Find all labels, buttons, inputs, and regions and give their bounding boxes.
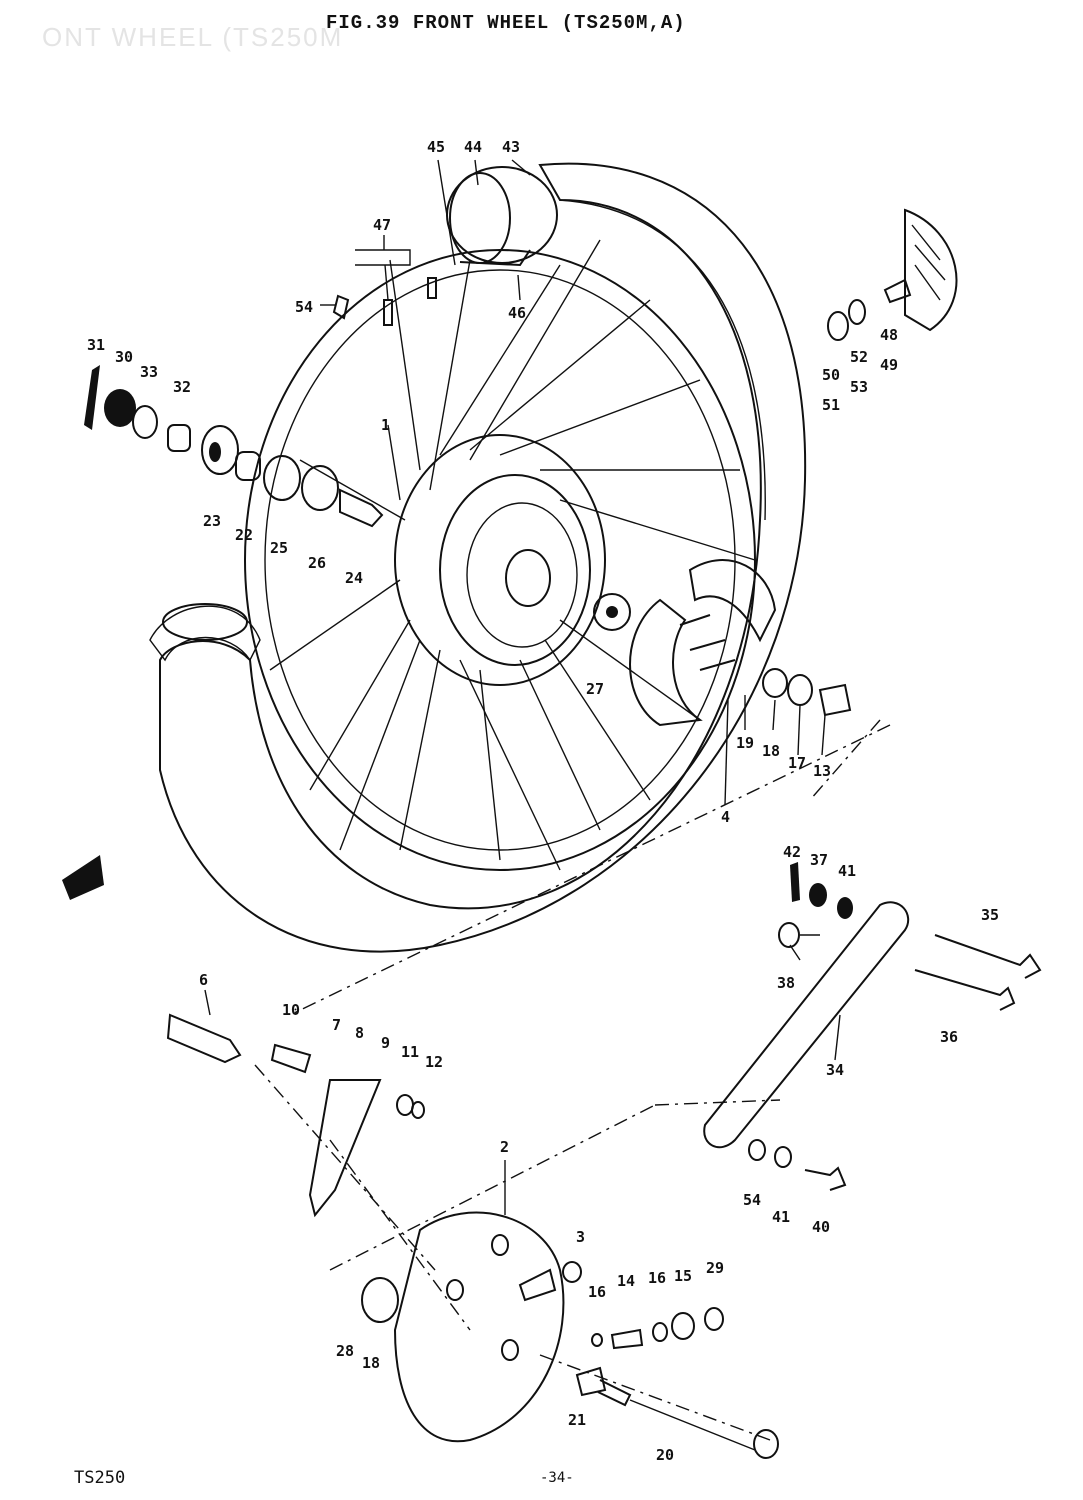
callout-16b: 16 xyxy=(648,1269,666,1287)
torque-arm-assembly xyxy=(703,862,1042,1191)
brake-shoe-assembly xyxy=(629,559,852,727)
callout-25: 25 xyxy=(270,539,288,557)
callout-10: 10 xyxy=(282,1001,300,1019)
hub-cover-43-45 xyxy=(446,166,558,267)
callout-49: 49 xyxy=(880,356,898,374)
callout-46: 46 xyxy=(508,304,526,322)
callout-23: 23 xyxy=(203,512,221,530)
callout-45: 45 xyxy=(427,138,445,156)
callout-9: 9 xyxy=(381,1034,390,1052)
callout-21: 21 xyxy=(568,1411,586,1429)
callout-28: 28 xyxy=(336,1342,354,1360)
callout-24: 24 xyxy=(345,569,363,587)
speedo-gear-parts xyxy=(827,208,958,341)
valve-parts xyxy=(332,277,437,326)
callout-22: 22 xyxy=(235,526,253,544)
callout-37: 37 xyxy=(810,851,828,869)
callout-50: 50 xyxy=(822,366,840,384)
wheel-assembly xyxy=(149,162,807,953)
callout-34: 34 xyxy=(826,1061,844,1079)
direction-arrow xyxy=(62,855,104,900)
callout-7: 7 xyxy=(332,1016,341,1034)
callout-32: 32 xyxy=(173,378,191,396)
callout-19: 19 xyxy=(736,734,754,752)
callout-42: 42 xyxy=(783,843,801,861)
callout-13: 13 xyxy=(813,762,831,780)
callout-41b: 41 xyxy=(772,1208,790,1226)
callout-35: 35 xyxy=(981,906,999,924)
callout-53: 53 xyxy=(850,378,868,396)
brake-lever-assembly xyxy=(166,1013,425,1218)
callout-52: 52 xyxy=(850,348,868,366)
callout-36: 36 xyxy=(940,1028,958,1046)
callout-8: 8 xyxy=(355,1024,364,1042)
hub-flange xyxy=(394,434,606,686)
ghost-title: ONT WHEEL (TS250M xyxy=(42,22,344,52)
callout-4: 4 xyxy=(721,808,730,826)
leader-lines xyxy=(204,159,891,1441)
tire-outline xyxy=(159,162,807,953)
figure-title: FIG.39 FRONT WHEEL (TS250M,A) xyxy=(326,12,686,34)
callout-48: 48 xyxy=(880,326,898,344)
callout-17: 17 xyxy=(788,754,806,772)
callout-15: 15 xyxy=(674,1267,692,1285)
callout-3: 3 xyxy=(576,1228,585,1246)
callout-30: 30 xyxy=(115,348,133,366)
page-number: -34- xyxy=(540,1470,574,1486)
callout-27: 27 xyxy=(586,680,604,698)
callout-47: 47 xyxy=(373,216,391,234)
callout-51: 51 xyxy=(822,396,840,414)
callout-12: 12 xyxy=(425,1053,443,1071)
callout-1: 1 xyxy=(381,416,390,434)
callout-31: 31 xyxy=(87,336,105,354)
callout-41: 41 xyxy=(838,862,856,880)
callout-38: 38 xyxy=(777,974,795,992)
callout-14: 14 xyxy=(617,1272,635,1290)
callout-labels: 45 44 43 47 54 46 48 49 50 51 52 53 31 3… xyxy=(87,138,999,1464)
callout-44: 44 xyxy=(464,138,482,156)
callout-40: 40 xyxy=(812,1218,830,1236)
callout-18b: 18 xyxy=(362,1354,380,1372)
callout-33: 33 xyxy=(140,363,158,381)
callout-18: 18 xyxy=(762,742,780,760)
callout-26: 26 xyxy=(308,554,326,572)
callout-16: 16 xyxy=(588,1283,606,1301)
callout-20: 20 xyxy=(656,1446,674,1464)
callout-54: 54 xyxy=(295,298,313,316)
axle-left-parts xyxy=(84,365,384,528)
callout-54b: 54 xyxy=(743,1191,761,1209)
model-label: TS250 xyxy=(74,1468,126,1488)
callout-2: 2 xyxy=(500,1138,509,1156)
callout-6: 6 xyxy=(199,971,208,989)
callout-11: 11 xyxy=(401,1043,419,1061)
callout-29: 29 xyxy=(706,1259,724,1277)
brake-panel xyxy=(361,1211,779,1459)
callout-43: 43 xyxy=(502,138,520,156)
